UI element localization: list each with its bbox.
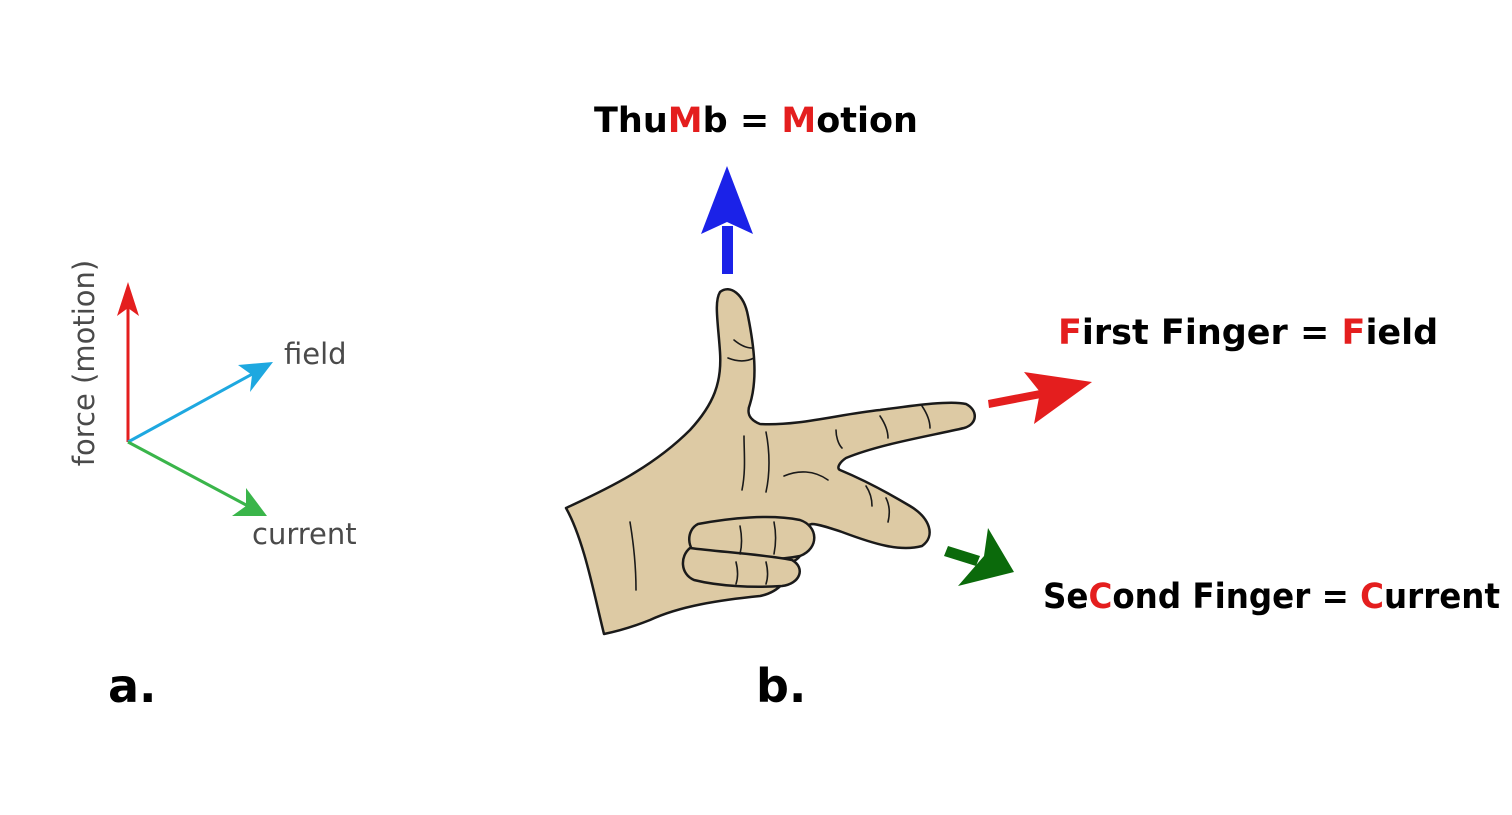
hand-palm: [564, 288, 976, 636]
panel-a: force (motion) field current a.: [67, 260, 357, 713]
first-finger-label: First Finger = Field: [1058, 313, 1438, 353]
second-finger-label: SeCond Finger = Current: [1043, 577, 1500, 617]
field-axis-label: field: [284, 337, 347, 371]
first-finger-field-arrow: [988, 372, 1092, 424]
force-axis-arrow: [117, 282, 139, 442]
hand-illustration: [564, 288, 976, 636]
second-finger-current-arrow: [944, 528, 1014, 586]
thumb-motion-arrow: [701, 166, 753, 274]
thumb-label: ThuMb = Motion: [594, 101, 918, 141]
field-axis-arrow: [127, 362, 273, 444]
current-axis-arrow: [127, 440, 267, 516]
current-axis-label: current: [252, 517, 357, 551]
panel-b: ThuMb = Motion First Finger = Field SeCo…: [564, 101, 1500, 713]
force-axis-label: force (motion): [67, 260, 101, 466]
ring-finger: [681, 546, 801, 588]
panel-b-label: b.: [756, 659, 806, 713]
panel-a-label: a.: [108, 659, 157, 713]
